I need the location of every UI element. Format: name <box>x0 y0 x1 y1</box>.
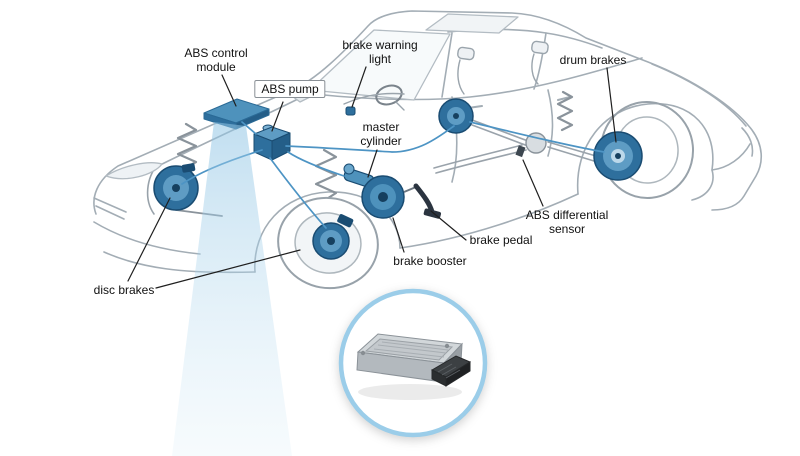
leader-abs-control-module <box>221 74 237 107</box>
label-abs-control-module: ABS control module <box>184 46 248 75</box>
seat-headrest <box>457 46 475 61</box>
drum-brake-rear-right <box>593 131 643 181</box>
car-body-outline <box>93 10 762 274</box>
label-master-cylinder: master cylinder <box>360 120 402 149</box>
leader-lines <box>127 66 617 289</box>
seat-headrest <box>531 40 549 55</box>
sunroof <box>425 13 519 34</box>
steering-wheel <box>375 84 403 106</box>
suspension-and-driveline <box>175 90 597 217</box>
leader-disc-brakes-right <box>155 249 301 289</box>
leader-master-cylinder <box>367 149 378 178</box>
label-brake-pedal: brake pedal <box>469 233 533 247</box>
axle-right <box>547 141 597 162</box>
abs-pump-unit <box>253 124 291 161</box>
axle-left <box>471 119 529 147</box>
headlight <box>105 162 163 180</box>
label-brake-booster: brake booster <box>393 254 467 268</box>
leader-abs-pump <box>271 101 284 132</box>
interior-details <box>343 40 549 111</box>
inset-abs-module <box>338 288 488 438</box>
leader-brake-pedal <box>430 210 467 241</box>
leader-disc-brakes-left <box>127 197 171 282</box>
ecu-module-illustration <box>356 333 472 400</box>
brake-pedal-lever <box>403 183 442 219</box>
brake-components <box>153 98 643 260</box>
magnifier-beam <box>172 122 292 456</box>
coil-spring-rear <box>556 90 574 132</box>
disc-brake-front-left <box>153 163 199 211</box>
label-disc-brakes: disc brakes <box>93 283 155 297</box>
wheels <box>277 101 695 290</box>
driveshaft <box>433 144 527 174</box>
drum-brake-rear-left <box>438 98 474 134</box>
abs-differential-sensor-part <box>515 145 526 158</box>
leader-abs-differential-sensor <box>522 159 544 207</box>
label-abs-pump: ABS pump <box>254 80 326 99</box>
label-abs-differential-sensor: ABS differential sensor <box>525 208 609 237</box>
leader-brake-warning-light <box>351 66 367 108</box>
brake-lines <box>181 121 605 229</box>
windshield-and-roof-glass <box>105 13 519 180</box>
coil-spring-front-right <box>314 148 338 204</box>
label-drum-brakes: drum brakes <box>559 53 627 67</box>
coil-spring-front-left <box>176 122 198 172</box>
brake-booster-unit <box>361 175 405 219</box>
leader-brake-booster <box>392 217 405 253</box>
label-brake-warning-light: brake warning light <box>342 38 418 67</box>
brake-warning-light-lamp <box>345 106 356 116</box>
leader-drum-brakes <box>606 67 617 143</box>
disc-brake-front-right <box>312 214 354 260</box>
